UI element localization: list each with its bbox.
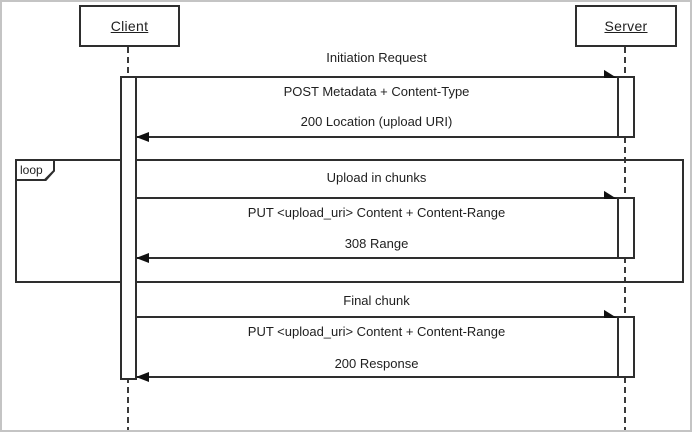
- response-message-1: 200 Location (upload URI): [300, 114, 453, 129]
- message-line-response-3: [136, 376, 617, 378]
- message-line-response-2: [136, 257, 617, 259]
- arrowhead-left-icon: [136, 253, 149, 263]
- section-title-initiation: Initiation Request: [326, 50, 427, 65]
- server-activation-bar-1: [617, 76, 635, 138]
- response-message-2: 308 Range: [344, 236, 409, 251]
- message-line-response-1: [136, 136, 617, 138]
- request-message-1: POST Metadata + Content-Type: [283, 84, 470, 99]
- actor-box-server: Server: [575, 5, 677, 47]
- actor-label-server: Server: [604, 18, 648, 34]
- loop-fragment-tag: loop: [15, 159, 55, 181]
- request-message-3: PUT <upload_uri> Content + Content-Range: [247, 324, 506, 339]
- actor-box-client: Client: [79, 5, 180, 47]
- arrowhead-left-icon: [136, 372, 149, 382]
- section-title-final-chunk: Final chunk: [343, 293, 410, 308]
- arrowhead-left-icon: [136, 132, 149, 142]
- message-line-request-1: [136, 76, 617, 78]
- loop-fragment-label: loop: [17, 161, 53, 179]
- client-activation-bar: [120, 76, 137, 380]
- server-activation-bar-2: [617, 197, 635, 259]
- section-title-upload-chunks: Upload in chunks: [326, 170, 427, 185]
- request-message-2: PUT <upload_uri> Content + Content-Range: [247, 205, 506, 220]
- server-activation-bar-3: [617, 316, 635, 378]
- arrowhead-right-icon: [604, 309, 617, 318]
- message-line-request-2: [136, 197, 617, 199]
- loop-fragment-box: [15, 159, 684, 283]
- message-line-request-3: [136, 316, 617, 318]
- response-message-3: 200 Response: [334, 356, 419, 371]
- actor-label-client: Client: [110, 18, 149, 34]
